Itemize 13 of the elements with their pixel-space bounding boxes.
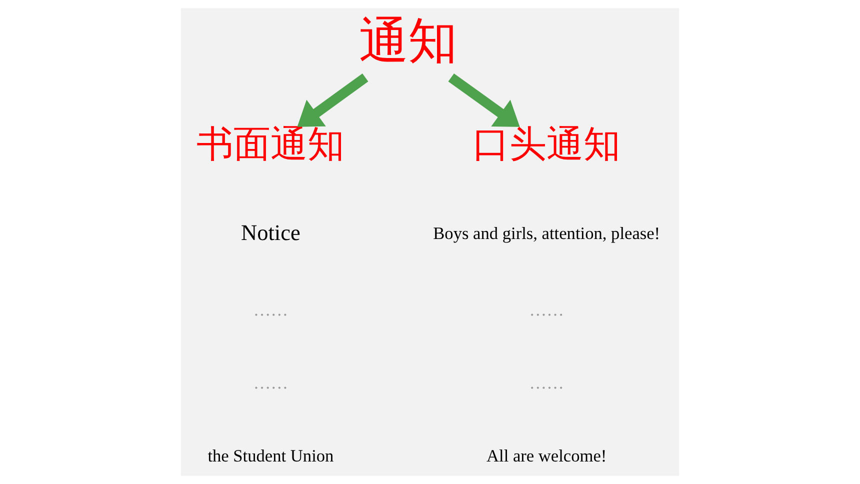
label: Notice — [241, 220, 300, 246]
label: the Student Union — [208, 446, 334, 466]
label: …… — [529, 300, 564, 320]
arrow — [297, 73, 368, 127]
label: …… — [529, 373, 564, 392]
node-text: 通知 — [359, 14, 458, 69]
node-text: 书面通知 — [196, 124, 345, 166]
label: All are welcome! — [486, 446, 607, 466]
label: …… — [253, 373, 288, 392]
arrow — [448, 73, 520, 127]
node-text: 口头通知 — [472, 124, 621, 166]
label: …… — [253, 300, 288, 320]
label: Boys and girls, attention, please! — [433, 224, 660, 244]
